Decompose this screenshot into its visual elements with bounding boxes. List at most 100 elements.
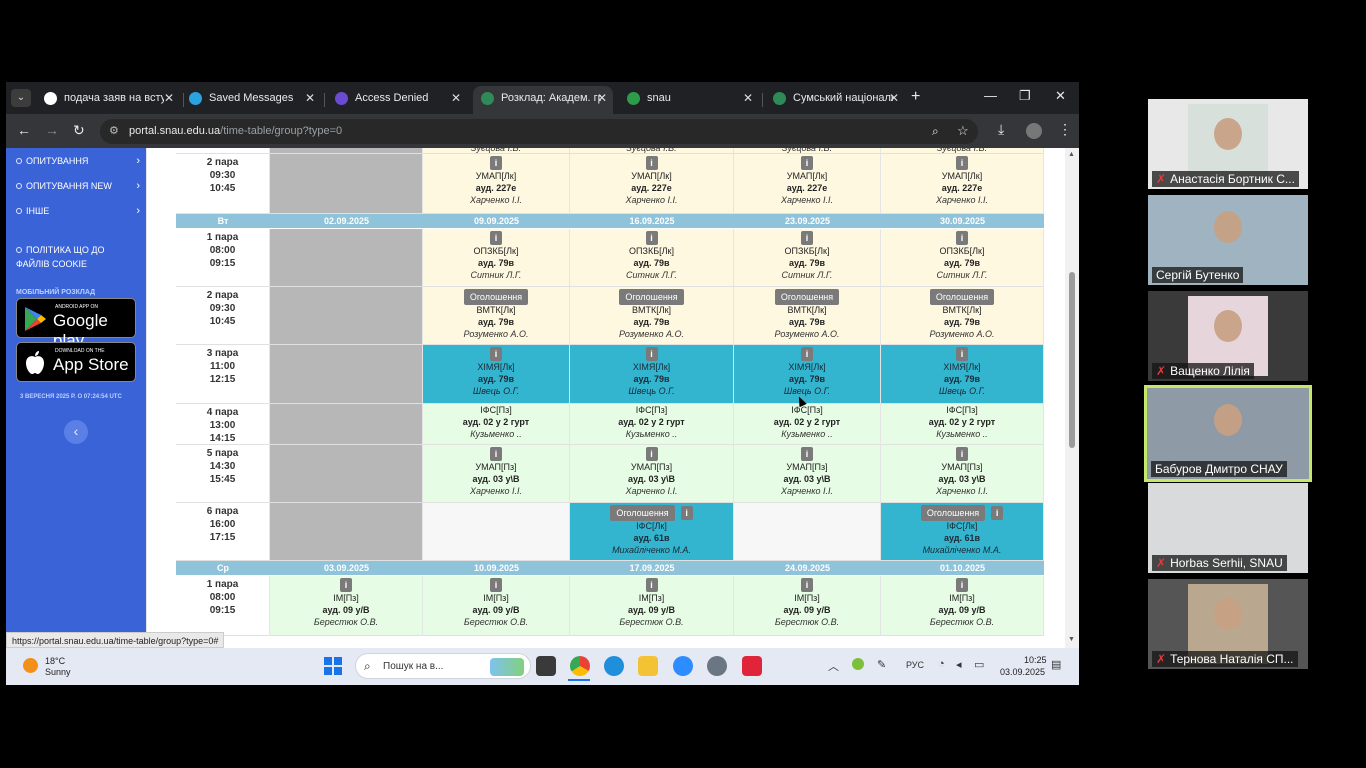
info-icon[interactable]: i xyxy=(645,447,658,461)
announcement-button[interactable]: Оголошення xyxy=(463,289,529,305)
close-tab-icon[interactable]: ✕ xyxy=(304,91,315,105)
restore-icon[interactable]: ❐ xyxy=(1019,88,1031,103)
info-icon[interactable]: i xyxy=(991,506,1004,520)
schedule-cell[interactable]: Зуєцова І.В. xyxy=(734,148,881,154)
announcement-button[interactable]: Оголошення xyxy=(774,289,840,305)
announcement-button[interactable]: Оголошення xyxy=(619,289,684,305)
language-indicator[interactable]: РУС xyxy=(906,660,925,670)
sidebar-item-surveys[interactable]: ОПИТУВАННЯ› xyxy=(16,155,140,167)
chrome-icon[interactable] xyxy=(570,656,590,676)
close-tab-icon[interactable]: ✕ xyxy=(450,91,461,105)
clock-time[interactable]: 10:25 xyxy=(1024,655,1047,665)
file-explorer-icon[interactable] xyxy=(638,656,658,676)
sun-icon[interactable] xyxy=(23,658,38,673)
info-icon[interactable]: i xyxy=(801,156,813,170)
participant-video-tile[interactable]: ✗Ващенко Лілія xyxy=(1148,291,1308,381)
info-icon[interactable]: i xyxy=(645,347,658,361)
info-icon[interactable]: i xyxy=(956,347,968,361)
close-tab-icon[interactable]: ✕ xyxy=(742,91,753,105)
schedule-cell[interactable]: Зуєцова І.В. xyxy=(881,148,1044,154)
edge-icon[interactable] xyxy=(604,656,624,676)
browser-tab[interactable]: Розклад: Академ. гру✕ xyxy=(473,86,613,114)
site-info-icon[interactable]: ⚙ xyxy=(109,125,119,137)
sidebar-item-cookie-policy[interactable]: ПОЛІТИКА ЩО ДО ФАЙЛІВ COOKIE xyxy=(16,243,140,271)
wps-office-icon[interactable] xyxy=(742,656,762,676)
profile-avatar[interactable] xyxy=(1026,123,1042,139)
info-icon[interactable]: i xyxy=(956,231,968,245)
scroll-up-icon[interactable]: ▲ xyxy=(1068,151,1075,158)
battery-icon[interactable]: ▭ xyxy=(974,659,985,671)
info-icon[interactable]: i xyxy=(645,578,658,592)
url-text[interactable]: portal.snau.edu.ua/time-table/group?type… xyxy=(129,125,342,137)
participant-video-tile[interactable]: Сергій Бутенко xyxy=(1148,195,1308,285)
tray-app-icon[interactable] xyxy=(852,658,864,670)
browser-tab[interactable]: snau✕ xyxy=(619,86,759,114)
scroll-down-icon[interactable]: ▼ xyxy=(1068,636,1075,643)
taskbar-search[interactable]: ⌕ Пошук на в... xyxy=(355,653,531,679)
announcement-button[interactable]: Оголошення xyxy=(929,289,995,305)
forward-icon[interactable]: → xyxy=(45,122,59,138)
clock-date[interactable]: 03.09.2025 xyxy=(1000,667,1046,677)
reload-icon[interactable]: ↻ xyxy=(73,122,85,138)
browser-tab[interactable]: Access Denied✕ xyxy=(327,86,467,114)
info-icon[interactable]: i xyxy=(490,347,502,361)
info-icon[interactable]: i xyxy=(340,578,352,592)
close-tab-icon[interactable]: ✕ xyxy=(596,91,607,105)
info-icon[interactable]: i xyxy=(801,447,813,461)
info-icon[interactable]: i xyxy=(490,447,502,461)
collapse-sidebar-button[interactable]: ‹ xyxy=(64,420,88,444)
pen-icon[interactable]: ✎ xyxy=(877,659,887,671)
announcement-button[interactable]: Оголошення xyxy=(610,505,675,521)
browser-tab[interactable]: Saved Messages✕ xyxy=(181,86,321,114)
speaker-icon[interactable]: ◂ xyxy=(956,659,962,671)
info-icon[interactable]: i xyxy=(645,156,658,170)
sidebar-item-surveys-new[interactable]: ОПИТУВАННЯ NEW› xyxy=(16,180,140,192)
tab-search-button[interactable]: ⌄ xyxy=(11,89,31,107)
page-scrollbar[interactable]: ▲ ▼ xyxy=(1065,148,1079,648)
sidebar-item-other[interactable]: ІНШЕ› xyxy=(16,205,140,217)
info-icon[interactable]: i xyxy=(956,578,968,592)
participant-video-tile[interactable]: Бабуров Дмитро СНАУ xyxy=(1144,385,1312,482)
notification-icon[interactable]: ▤ xyxy=(1051,659,1062,671)
schedule-cell[interactable]: Зуєцова І.В. xyxy=(423,148,570,154)
weather-temperature[interactable]: 18°C xyxy=(45,656,66,666)
task-view-icon[interactable] xyxy=(536,656,556,676)
browser-tab[interactable]: подача заяв на вступ✕ xyxy=(36,86,180,114)
info-icon[interactable]: i xyxy=(801,347,813,361)
close-tab-icon[interactable]: ✕ xyxy=(163,91,174,105)
info-icon[interactable]: i xyxy=(680,506,693,520)
zoom-app-icon[interactable] xyxy=(673,656,693,676)
bookmark-star-icon[interactable]: ☆ xyxy=(957,123,969,138)
address-bar[interactable]: ⚙ portal.snau.edu.ua/time-table/group?ty… xyxy=(100,119,978,144)
wifi-icon[interactable]: ◔ xyxy=(938,658,945,670)
info-icon[interactable]: i xyxy=(490,578,502,592)
google-play-badge[interactable]: ANDROID APP ON Google play xyxy=(16,298,136,350)
